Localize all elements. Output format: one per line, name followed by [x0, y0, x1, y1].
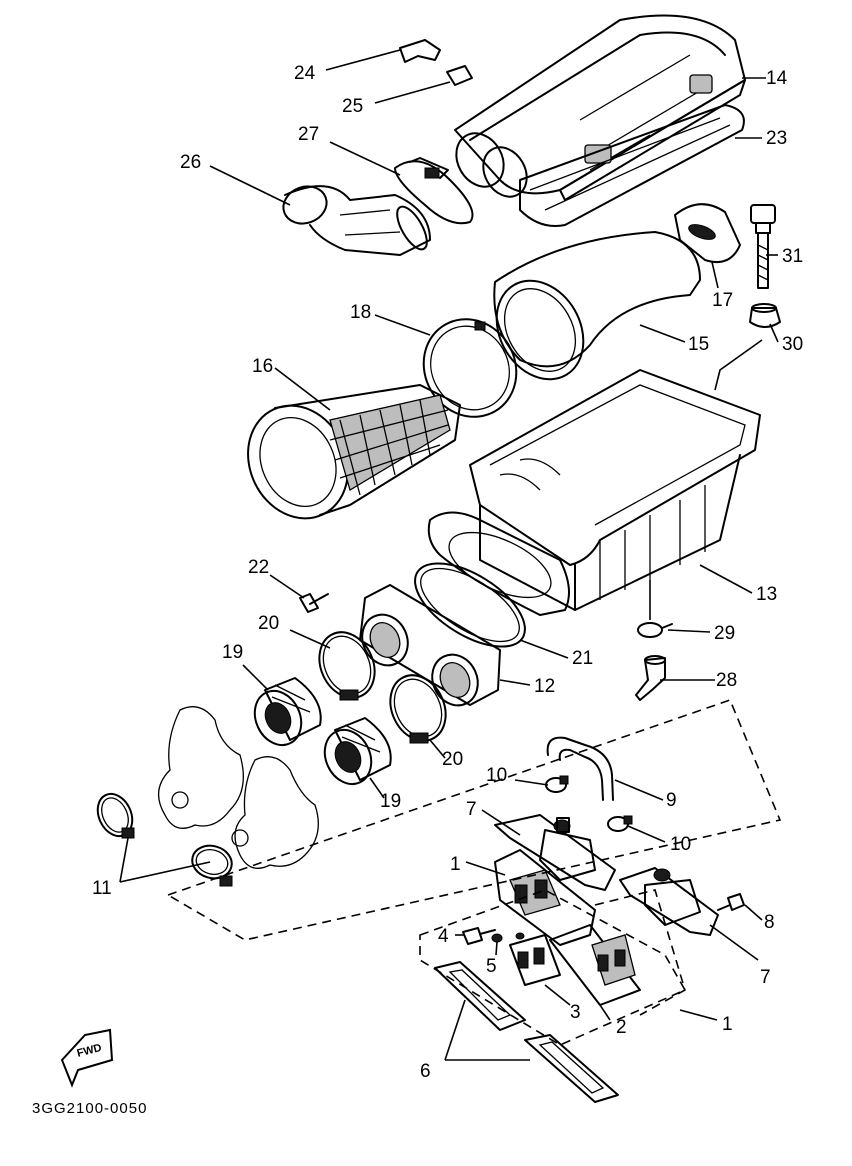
- screw-part-22: [299, 593, 329, 613]
- washer-part-5: [491, 932, 525, 943]
- label-24: 24: [294, 63, 316, 84]
- reed-valve-part-1-upper: [494, 849, 596, 946]
- label-18: 18: [350, 302, 371, 323]
- carb-joint-part-19-lower: [323, 717, 392, 786]
- label-10: 10: [486, 765, 507, 786]
- grommet-part-17: [674, 203, 741, 264]
- label-17: 17: [712, 290, 733, 311]
- label-29: 29: [714, 623, 735, 644]
- label-8: 8: [764, 912, 775, 933]
- diagram-code: 3GG2100-0050: [32, 1100, 147, 1117]
- clamp-part-11-upper: [96, 792, 135, 839]
- label-4: 4: [438, 926, 449, 947]
- bolt-part-8: [717, 893, 745, 911]
- gasket-part-21: [414, 562, 526, 648]
- label-26: 26: [180, 152, 201, 173]
- reed-housing-part-7-upper: [494, 814, 616, 891]
- air-filter-element-part-15: [493, 231, 701, 381]
- label-20b: 20: [442, 749, 463, 770]
- leader-lines: [119, 49, 779, 1061]
- screw-part-4: [462, 927, 496, 945]
- label-7b: 7: [760, 967, 771, 988]
- clip-part-25: [446, 65, 473, 86]
- reed-stopper-part-3: [509, 934, 561, 986]
- label-9: 9: [666, 790, 677, 811]
- part-labels: 24 25 14 23 27 26 31 17 30 18 15 16 13 2…: [92, 63, 803, 1082]
- bolt-part-31: [750, 204, 776, 289]
- label-12: 12: [534, 676, 555, 697]
- label-2: 2: [616, 1017, 627, 1038]
- seal-part-23: [519, 104, 745, 227]
- group-box-carburetor: [166, 698, 782, 941]
- clamp-part-20-lower: [389, 674, 447, 744]
- clip-part-29: [637, 622, 673, 638]
- collar-part-30: [749, 303, 781, 328]
- label-22: 22: [248, 557, 269, 578]
- breather-hose-part-9: [546, 736, 614, 801]
- drain-part-28: [635, 655, 666, 701]
- reed-housing-part-7-lower: [619, 867, 719, 936]
- carburetor-outline: [158, 706, 319, 869]
- label-3: 3: [570, 1002, 581, 1023]
- hose-clamp-part-10-lower: [607, 815, 633, 832]
- intake-boot-part-26: [282, 185, 431, 256]
- air-box-part-13: [427, 369, 761, 616]
- label-25: 25: [342, 96, 363, 117]
- label-27: 27: [298, 124, 319, 145]
- joint-part-12: [359, 584, 501, 707]
- clamp-part-20-upper: [318, 631, 376, 701]
- label-10b: 10: [670, 834, 691, 855]
- label-20: 20: [258, 613, 279, 634]
- label-1: 1: [450, 854, 461, 875]
- group-box-reed-valve-right: [594, 889, 686, 1016]
- label-19b: 19: [380, 791, 401, 812]
- label-23: 23: [766, 128, 787, 149]
- label-16: 16: [252, 356, 273, 377]
- label-21: 21: [572, 648, 593, 669]
- label-28: 28: [716, 670, 737, 691]
- label-6: 6: [420, 1061, 431, 1082]
- label-11: 11: [92, 878, 112, 899]
- air-box-cover-part-14: [454, 14, 746, 201]
- filter-cage-part-16: [247, 384, 461, 520]
- label-13: 13: [756, 584, 777, 605]
- clamp-part-11-lower: [191, 844, 233, 887]
- carb-joint-part-19-upper: [253, 677, 322, 747]
- gasket-part-6-upper: [434, 961, 526, 1031]
- label-1b: 1: [722, 1014, 733, 1035]
- label-19: 19: [222, 642, 243, 663]
- label-15: 15: [688, 334, 709, 355]
- group-box-reed-valve: [419, 889, 687, 1046]
- clip-part-24: [399, 39, 441, 63]
- fwd-arrow-icon: FWD: [60, 1028, 114, 1088]
- label-5: 5: [486, 956, 497, 977]
- hose-clamp-part-10-upper: [545, 775, 569, 793]
- gasket-part-6-lower: [524, 1034, 619, 1103]
- label-31: 31: [782, 246, 803, 267]
- label-30: 30: [782, 334, 803, 355]
- label-14: 14: [766, 68, 788, 89]
- reed-plate-part-2: [549, 924, 641, 1006]
- label-7: 7: [466, 799, 477, 820]
- clamp-band-part-27: [394, 157, 474, 225]
